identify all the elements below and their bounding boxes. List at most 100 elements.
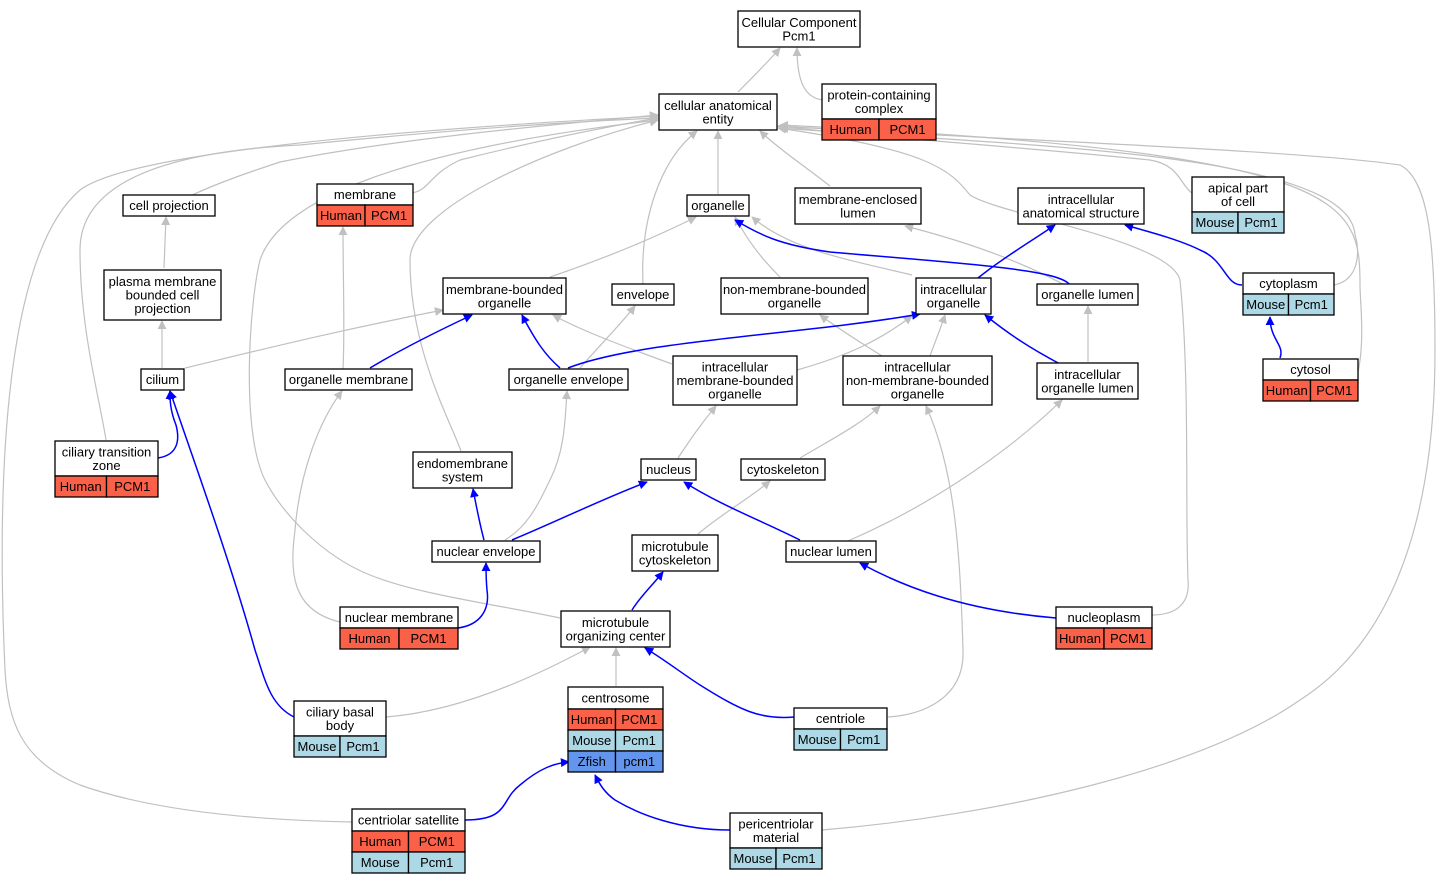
node-inmbo[interactable]: intracellularnon-membrane-boundedorganel… bbox=[842, 355, 993, 406]
node-oe[interactable]: organelle envelope bbox=[508, 368, 629, 391]
node-label: apical part bbox=[1208, 180, 1268, 195]
node-box bbox=[293, 700, 387, 737]
node-env[interactable]: envelope bbox=[611, 283, 675, 306]
node-label: intracellular bbox=[1048, 192, 1115, 207]
node-ne[interactable]: nuclear envelope bbox=[431, 540, 541, 563]
edge-gray bbox=[292, 390, 343, 623]
node-box bbox=[103, 269, 222, 321]
species-label: Human bbox=[349, 631, 391, 646]
species-label: Mouse bbox=[798, 732, 837, 747]
gene-label: Pcm1 bbox=[847, 732, 880, 747]
gene-cell bbox=[398, 627, 459, 650]
node-label: body bbox=[326, 718, 355, 733]
node-ol[interactable]: organelle lumen bbox=[1036, 283, 1139, 306]
node-cil[interactable]: cilium bbox=[140, 368, 185, 391]
gene-cell bbox=[878, 118, 937, 141]
node-label: organelle envelope bbox=[514, 372, 624, 387]
node-label: protein-containing bbox=[827, 87, 930, 102]
edge-gray bbox=[409, 117, 659, 452]
edge-gray bbox=[385, 646, 591, 718]
edge-blue bbox=[683, 481, 801, 541]
species-label: Mouse bbox=[361, 855, 400, 870]
node-csk[interactable]: cytoskeleton bbox=[740, 458, 826, 481]
gene-label: Pcm1 bbox=[623, 733, 656, 748]
node-om[interactable]: organelle membrane bbox=[284, 368, 413, 391]
node-org[interactable]: organelle bbox=[686, 194, 750, 217]
gene-cell bbox=[839, 728, 888, 751]
species-label: Human bbox=[60, 479, 102, 494]
edge-blue bbox=[157, 390, 179, 459]
edge-gray bbox=[697, 480, 771, 535]
node-label: nuclear lumen bbox=[790, 544, 872, 559]
gene-label: PCM1 bbox=[621, 712, 657, 727]
node-label: plasma membrane bbox=[109, 274, 217, 289]
gene-cell bbox=[339, 735, 387, 758]
node-box bbox=[560, 610, 671, 648]
edge-gray bbox=[737, 47, 781, 93]
gene-cell bbox=[1237, 211, 1285, 234]
node-label: cellular anatomical bbox=[664, 98, 772, 113]
node-label: membrane bbox=[334, 187, 396, 202]
edge-gray bbox=[779, 120, 1363, 373]
species-label: Human bbox=[1059, 631, 1101, 646]
edge-gray bbox=[79, 113, 659, 441]
node-nuc[interactable]: nucleus bbox=[640, 458, 697, 481]
species-label: Zfish bbox=[578, 754, 606, 769]
edge-gray bbox=[1, 111, 659, 823]
node-box bbox=[794, 187, 922, 225]
gene-label: pcm1 bbox=[623, 754, 655, 769]
edge-blue bbox=[369, 314, 473, 369]
gene-label: PCM1 bbox=[1110, 631, 1146, 646]
node-label: material bbox=[753, 830, 799, 845]
gene-label: PCM1 bbox=[410, 631, 446, 646]
node-box bbox=[1191, 176, 1285, 213]
node-label: Cellular Component bbox=[742, 15, 857, 30]
edge-gray bbox=[552, 314, 673, 365]
node-label: cell projection bbox=[129, 198, 209, 213]
node-cp[interactable]: cell projection bbox=[122, 194, 216, 217]
edge-blue bbox=[1124, 222, 1243, 286]
edge-gray bbox=[847, 399, 1063, 542]
node-label: ciliary basal bbox=[306, 704, 374, 719]
node-label: membrane-enclosed bbox=[799, 192, 918, 207]
node-label: centrosome bbox=[582, 691, 650, 706]
node-label: entity bbox=[702, 111, 734, 126]
gene-cell bbox=[105, 475, 159, 498]
node-label: cytoskeleton bbox=[639, 552, 711, 567]
gene-cell bbox=[1103, 627, 1153, 650]
gene-label: PCM1 bbox=[1316, 383, 1352, 398]
gene-cell bbox=[614, 750, 664, 773]
gene-cell bbox=[407, 851, 466, 874]
node-label: organelle bbox=[691, 198, 745, 213]
node-nl[interactable]: nuclear lumen bbox=[785, 540, 877, 563]
node-box bbox=[672, 355, 798, 406]
